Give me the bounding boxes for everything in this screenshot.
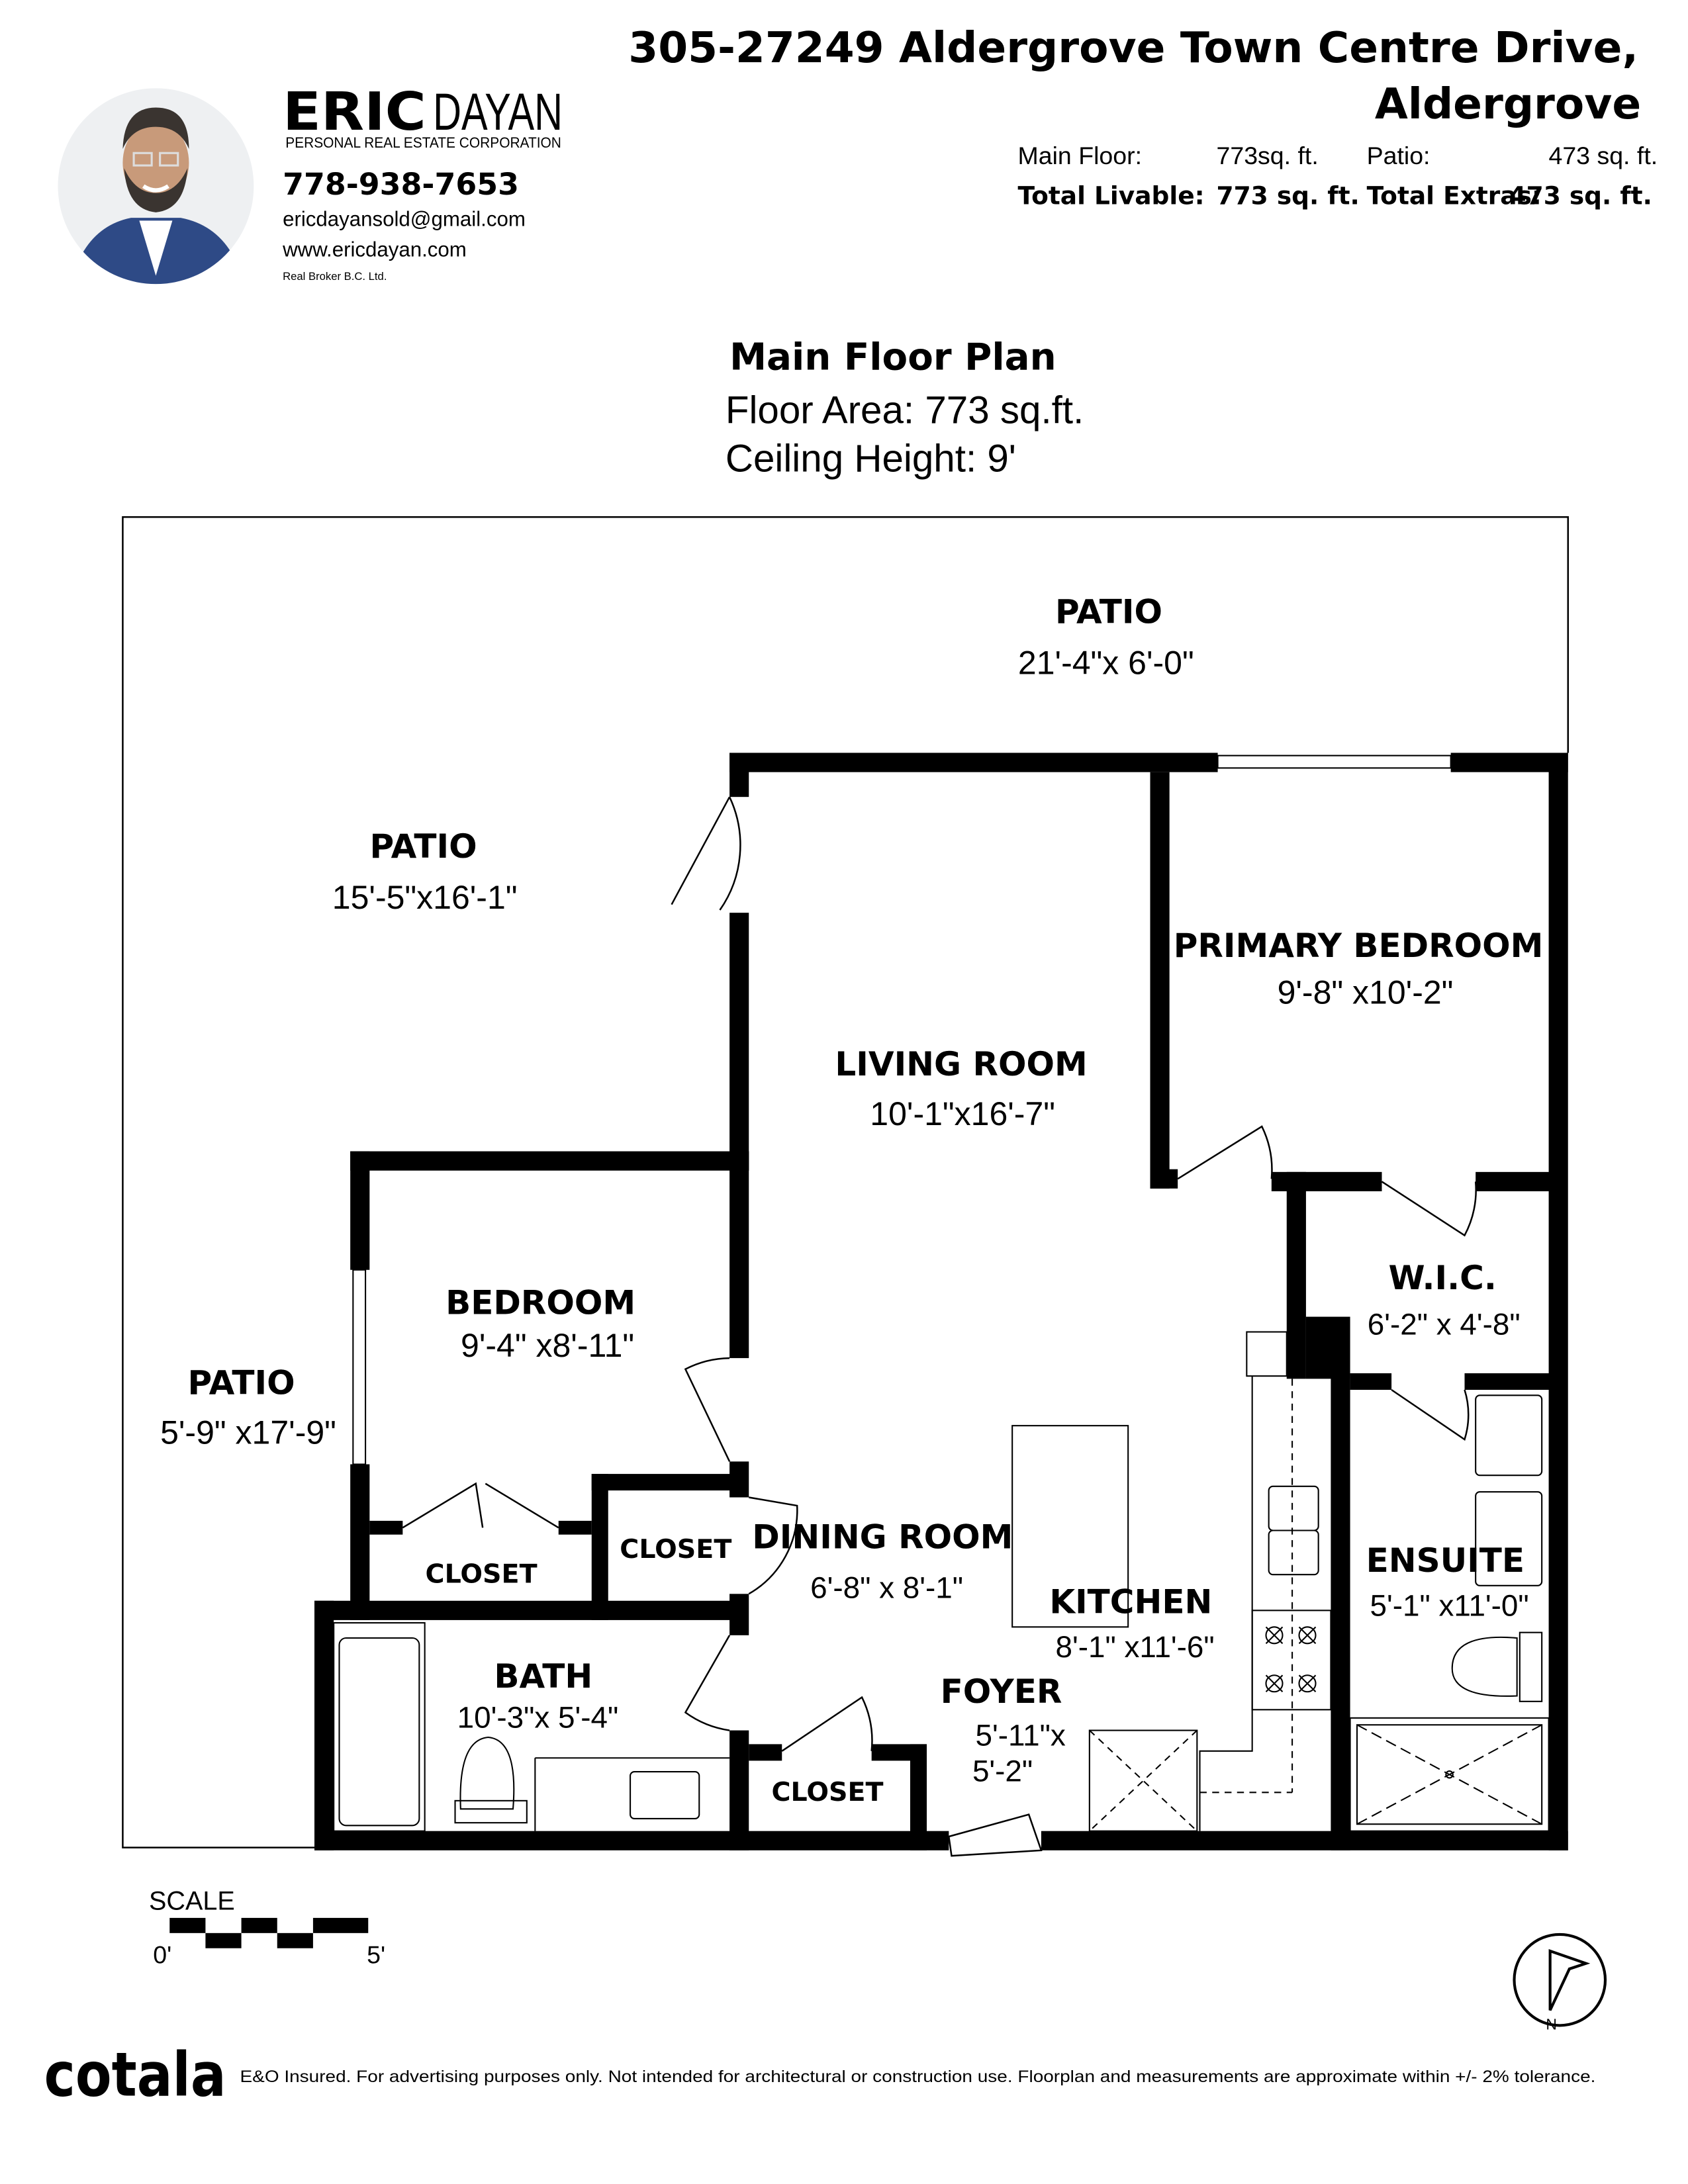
agent-first-name: ERIC [283, 81, 426, 142]
address-line1: 305-27249 Aldergrove Town Centre Drive, [628, 23, 1638, 73]
toilet-icon [459, 1736, 515, 1810]
washer-dryer-icon [1088, 1729, 1198, 1832]
patio-label: Patio: [1367, 142, 1430, 169]
room-dining-dims: 6'-8" x 8'-1" [810, 1571, 963, 1605]
room-ensuite-name: ENSUITE [1366, 1541, 1524, 1580]
agent-corporation: PERSONAL REAL ESTATE CORPORATION [285, 134, 561, 151]
total-extras-value: 473 sq. ft. [1509, 181, 1652, 210]
cotala-logo: cotala [44, 2040, 226, 2111]
disclaimer: E&O Insured. For advertising purposes on… [240, 2068, 1596, 2086]
room-bath-dims: 10'-3"x 5'-4" [457, 1700, 619, 1734]
agent-brokerage: Real Broker B.C. Ltd. [283, 270, 387, 283]
plan-title: Main Floor Plan [729, 336, 1056, 379]
room-bath-name: BATH [494, 1657, 592, 1696]
room-bedroom-name: BEDROOM [445, 1283, 635, 1322]
room-patio-left-name: PATIO [370, 827, 477, 866]
room-patio-left-dims: 15'-5"x16'-1" [332, 879, 518, 916]
total-extras-label: Total Extras: [1367, 181, 1542, 210]
room-wic-name: W.I.C. [1388, 1259, 1496, 1297]
room-living-dims: 10'-1"x16'-7" [870, 1095, 1055, 1132]
fixtures [333, 1331, 1550, 1832]
room-patio-lower-name: PATIO [188, 1363, 295, 1402]
room-primary-bedroom-dims: 9'-8" x10'-2" [1278, 974, 1454, 1011]
room-bedroom-dims: 9'-4" x8'-11" [461, 1327, 634, 1364]
bathtub-icon [338, 1637, 420, 1827]
plan-ceiling-height: Ceiling Height: 9' [726, 437, 1016, 480]
agent-website[interactable]: www.ericdayan.com [282, 238, 467, 261]
scale-start: 0' [153, 1941, 171, 1969]
room-living-name: LIVING ROOM [835, 1045, 1087, 1083]
scale-label: SCALE [149, 1886, 235, 1915]
room-wic-dims: 6'-2" x 4'-8" [1368, 1308, 1521, 1342]
doors [402, 796, 1477, 1857]
room-kitchen-dims: 8'-1" x11'-6" [1055, 1630, 1214, 1664]
room-foyer-name: FOYER [941, 1672, 1062, 1711]
room-patio-top-name: PATIO [1055, 593, 1162, 631]
total-livable-label: Total Livable: [1018, 181, 1205, 210]
room-primary-bedroom-name: PRIMARY BEDROOM [1174, 927, 1544, 965]
room-kitchen-name: KITCHEN [1049, 1583, 1212, 1621]
agent-last-name: DAYAN [433, 82, 563, 141]
main-floor-value: 773sq. ft. [1217, 142, 1319, 169]
kitchen-island [1011, 1425, 1129, 1628]
north-compass-icon: N [1513, 1933, 1607, 2033]
room-foyer-dims-line1: 5'-11"x [976, 1719, 1066, 1752]
scale-bar: SCALE 0' 5' [149, 1886, 385, 1968]
sink-icon [1268, 1485, 1319, 1531]
room-foyer-dims-line2: 5'-2" [972, 1754, 1033, 1788]
room-patio-top-dims: 21'-4"x 6'-0" [1018, 645, 1194, 682]
room-patio-lower-dims: 5'-9" x17'-9" [160, 1414, 336, 1451]
patio-outline [122, 516, 1569, 1848]
room-closet-middle-name: CLOSET [620, 1534, 731, 1565]
walls [314, 752, 1568, 1850]
room-ensuite-dims: 5'-1" x11'-0" [1370, 1589, 1528, 1623]
agent-email[interactable]: ericdayansold@gmail.com [283, 208, 526, 231]
main-floor-label: Main Floor: [1018, 142, 1143, 169]
patio-value: 473 sq. ft. [1548, 142, 1658, 169]
room-closet-foyer-name: CLOSET [771, 1777, 883, 1807]
address-line2: Aldergrove [1375, 79, 1641, 129]
compass-north-label: N [1546, 2016, 1557, 2033]
plan-floor-area: Floor Area: 773 sq.ft. [726, 389, 1084, 432]
windows [352, 754, 1452, 1465]
room-closet-bedroom-name: CLOSET [426, 1559, 538, 1590]
total-livable-value: 773 sq. ft. [1217, 181, 1360, 210]
room-dining-name: DINING ROOM [752, 1518, 1013, 1557]
bath-sink-icon [630, 1771, 700, 1819]
agent-phone[interactable]: 778-938-7653 [283, 166, 519, 202]
stove-icon [1251, 1610, 1332, 1711]
agent-photo [58, 88, 254, 285]
scale-end: 5' [367, 1941, 385, 1969]
